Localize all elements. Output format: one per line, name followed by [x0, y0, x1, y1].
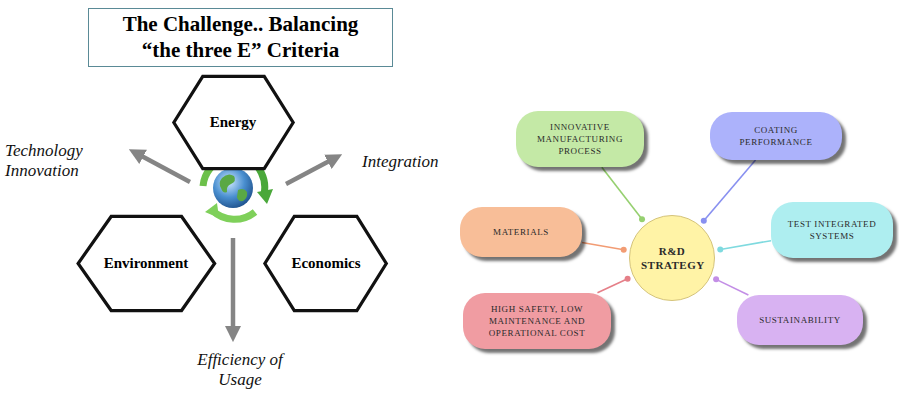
node-text: MATERIALS [493, 226, 549, 238]
connector-group [582, 243, 627, 253]
node-text: Environment [104, 255, 189, 272]
connector-dot [621, 247, 627, 253]
arrow-label: Efficiency of Usage [180, 350, 300, 391]
node-text: Energy [210, 114, 257, 131]
hexagon-node: Environment [76, 215, 217, 312]
connector-dot [713, 276, 719, 282]
connector-group [597, 276, 630, 293]
connector-group [713, 276, 748, 295]
direction-arrow [136, 153, 190, 182]
strategy-pill: SUSTAINABILITY [737, 295, 863, 345]
connector-group [717, 241, 771, 253]
connector-dot [625, 276, 631, 282]
hexagon-node: Energy [172, 75, 295, 170]
node-text: Economics [291, 255, 360, 272]
direction-arrow [286, 158, 335, 184]
connector-group [701, 160, 756, 224]
connector-dot [639, 216, 645, 222]
connector-group [602, 167, 645, 222]
arrow-label: Technology Innovation [5, 141, 105, 182]
connector-dot [701, 218, 707, 224]
node-text: SUSTAINABILITY [759, 314, 841, 326]
strategy-pill: COATING PERFORMANCE [710, 112, 842, 160]
strategy-pill: MATERIALS [460, 207, 582, 257]
direction-arrow [231, 238, 236, 334]
connector-line [597, 279, 627, 293]
center-circle: R&D STRATEGY [629, 215, 715, 301]
arrow-label: Integration [362, 152, 462, 172]
connector-dot [717, 247, 723, 253]
connector-line [602, 167, 642, 219]
strategy-pill: HIGH SAFETY, LOW MAINTENANCE AND OPERATI… [463, 293, 611, 349]
connector-line [716, 279, 748, 295]
node-text: TEST INTEGRATED SYSTEMS [787, 218, 877, 242]
connector-line [582, 243, 624, 250]
strategy-pill: TEST INTEGRATED SYSTEMS [771, 202, 893, 258]
connector-line [704, 160, 756, 221]
node-text: HIGH SAFETY, LOW MAINTENANCE AND OPERATI… [479, 303, 595, 339]
hexagon-node: Economics [263, 215, 388, 312]
node-text: COATING PERFORMANCE [726, 124, 826, 148]
node-text: INNOVATIVE MANUFACTURING PROCESS [532, 121, 628, 157]
title-box: The Challenge.. Balancing “the three E” … [88, 8, 393, 67]
connector-line [720, 241, 771, 250]
strategy-pill: INNOVATIVE MANUFACTURING PROCESS [516, 111, 644, 167]
node-text: R&D STRATEGY [641, 244, 703, 273]
